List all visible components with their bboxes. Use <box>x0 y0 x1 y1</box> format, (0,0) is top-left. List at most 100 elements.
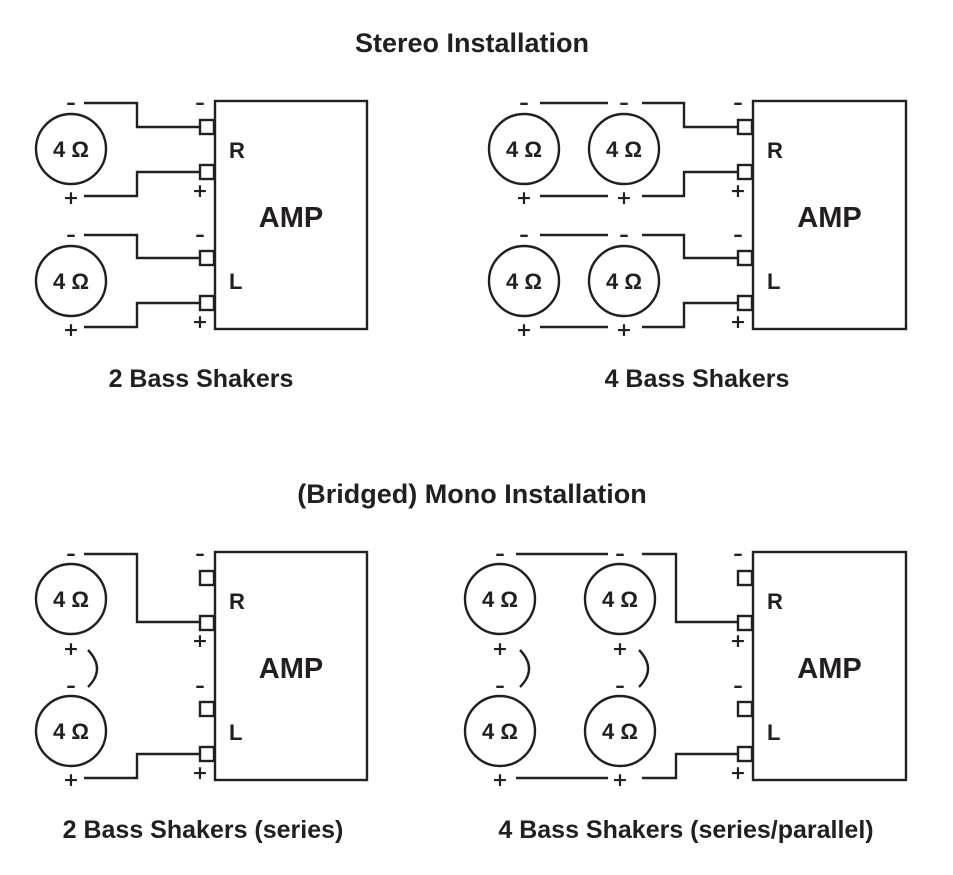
mono-installation-title: (Bridged) Mono Installation <box>297 479 646 509</box>
plus-sign: + <box>63 319 79 341</box>
bass-shaker-circle <box>587 244 661 318</box>
bass-shaker-circle <box>34 244 108 318</box>
plus-sign: + <box>492 769 508 791</box>
amp-terminal-negative <box>198 249 216 267</box>
bass-shaker-circle <box>34 562 108 636</box>
minus-sign: – <box>495 543 505 565</box>
bass-shaker-circle <box>487 112 561 186</box>
amp-label: AMP <box>797 653 861 685</box>
bass-shaker: 4 Ω <box>587 112 661 186</box>
amp-terminal-positive <box>736 163 754 181</box>
minus-sign: – <box>195 92 205 114</box>
minus-sign: – <box>619 224 629 246</box>
bass-shaker: 4 Ω <box>34 562 108 636</box>
plus-sign: + <box>516 319 532 341</box>
bass-shaker-circle <box>463 562 537 636</box>
bass-shaker: 4 Ω <box>463 562 537 636</box>
amp-mono-4: AMP R L <box>736 550 908 782</box>
amp-terminal-negative <box>736 569 754 587</box>
amp-terminal-negative <box>198 118 216 136</box>
plus-sign: + <box>192 630 208 652</box>
plus-sign: + <box>730 180 746 202</box>
amp-terminal-positive <box>198 163 216 181</box>
minus-sign: – <box>195 675 205 697</box>
caption-stereo-4-shakers: 4 Bass Shakers <box>605 365 790 393</box>
minus-sign: – <box>519 224 529 246</box>
plus-sign: + <box>612 769 628 791</box>
amp-terminal-negative <box>736 118 754 136</box>
wires-mono-2 <box>84 552 200 780</box>
channel-right-label: R <box>229 589 245 614</box>
plus-sign: + <box>63 187 79 209</box>
minus-sign: – <box>66 92 76 114</box>
bass-shaker-circle <box>587 112 661 186</box>
bass-shaker: 4 Ω <box>587 244 661 318</box>
bass-shakers: 4 Ω 4 Ω 4 Ω 4 Ω 4 Ω 4 Ω 4 Ω 4 Ω 4 Ω 4 Ω 4 Ω 4 Ω <box>34 112 661 768</box>
wires-mono-4 <box>516 552 738 780</box>
amp-label: AMP <box>259 653 323 685</box>
bass-shaker-circle <box>583 562 657 636</box>
minus-sign: – <box>615 675 625 697</box>
amp-label: AMP <box>797 202 861 234</box>
impedance-label: 4 Ω <box>606 269 642 294</box>
amp-box <box>213 550 369 782</box>
impedance-label: 4 Ω <box>602 719 638 744</box>
amp-box <box>751 550 908 782</box>
minus-sign: – <box>733 543 743 565</box>
bass-shaker: 4 Ω <box>34 694 108 768</box>
plus-sign: + <box>612 638 628 660</box>
plus-sign: + <box>492 638 508 660</box>
minus-sign: – <box>519 92 529 114</box>
plus-sign: + <box>63 769 79 791</box>
minus-sign: – <box>733 92 743 114</box>
minus-sign: – <box>66 675 76 697</box>
plus-sign: + <box>730 630 746 652</box>
bass-shaker-circle <box>583 694 657 768</box>
channel-left-label: L <box>767 269 780 294</box>
amp-terminal-positive <box>198 294 216 312</box>
minus-sign: – <box>195 224 205 246</box>
plus-sign: + <box>63 638 79 660</box>
minus-sign: – <box>66 224 76 246</box>
minus-sign: – <box>615 543 625 565</box>
minus-sign: – <box>66 543 76 565</box>
amp-terminal-negative <box>736 249 754 267</box>
bass-shaker-circle <box>34 694 108 768</box>
impedance-label: 4 Ω <box>482 587 518 612</box>
channel-right-label: R <box>767 589 783 614</box>
amp-terminal-negative <box>736 700 754 718</box>
wires-stereo-4 <box>540 101 738 329</box>
channel-left-label: L <box>229 269 242 294</box>
impedance-label: 4 Ω <box>482 719 518 744</box>
bass-shaker: 4 Ω <box>487 244 561 318</box>
impedance-label: 4 Ω <box>506 269 542 294</box>
plus-sign: + <box>730 311 746 333</box>
impedance-label: 4 Ω <box>606 137 642 162</box>
amp-terminal-negative <box>198 569 216 587</box>
minus-sign: – <box>619 92 629 114</box>
channel-left-label: L <box>767 720 780 745</box>
caption-stereo-2-shakers: 2 Bass Shakers <box>109 365 294 393</box>
plus-sign: + <box>730 762 746 784</box>
impedance-label: 4 Ω <box>53 719 89 744</box>
bass-shaker-circle <box>463 694 537 768</box>
minus-sign: – <box>733 675 743 697</box>
stereo-installation-title: Stereo Installation <box>355 28 589 58</box>
impedance-label: 4 Ω <box>53 137 89 162</box>
impedance-label: 4 Ω <box>602 587 638 612</box>
amp-terminal-positive <box>198 745 216 763</box>
minus-sign: – <box>195 543 205 565</box>
bass-shaker-circle <box>34 112 108 186</box>
amp-label: AMP <box>259 202 323 234</box>
amp-box <box>213 99 369 331</box>
amp-terminal-positive <box>736 745 754 763</box>
bass-shaker: 4 Ω <box>487 112 561 186</box>
caption-mono-4-shakers-series-parallel: 4 Bass Shakers (series/parallel) <box>498 816 873 844</box>
plus-sign: + <box>192 311 208 333</box>
minus-sign: – <box>733 224 743 246</box>
impedance-label: 4 Ω <box>53 269 89 294</box>
